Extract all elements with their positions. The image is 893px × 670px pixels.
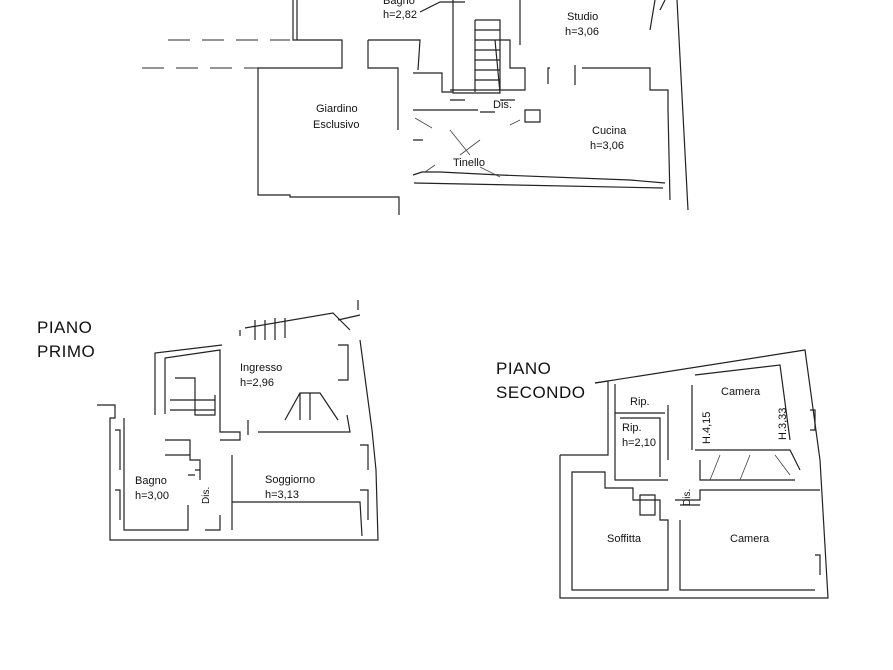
- room-height-camera-1-a: H.4,15: [701, 411, 713, 444]
- room-label-soggiorno: Soggiorno: [265, 474, 316, 486]
- floor-title-primo-line2: PRIMO: [37, 342, 96, 361]
- room-height-ingresso: h=2,96: [240, 377, 274, 389]
- room-height-bagno-ground: h=2,82: [383, 9, 417, 21]
- room-height-cucina: h=3,06: [590, 140, 624, 152]
- room-label-dis-secondo: Dis.: [682, 488, 693, 506]
- room-label-bagno-primo: Bagno: [135, 475, 167, 487]
- room-label-rip-1: Rip.: [630, 396, 650, 408]
- room-label-rip-2: Rip.: [622, 422, 642, 434]
- room-label-camera-1: Camera: [721, 386, 761, 398]
- room-label-ingresso: Ingresso: [240, 362, 283, 374]
- room-height-soggiorno: h=3,13: [265, 489, 299, 501]
- room-label-soffitta: Soffitta: [607, 533, 642, 545]
- room-height-camera-1-b: H.3,33: [777, 407, 789, 440]
- room-label-camera-2: Camera: [730, 533, 770, 545]
- first-floor-walls: [97, 300, 379, 541]
- room-label-bagno-ground: Bagno: [383, 0, 415, 7]
- room-label-studio: Studio: [567, 11, 599, 23]
- room-label-giardino: Giardino: [316, 103, 358, 115]
- room-label-dis-primo: Dis.: [201, 486, 212, 504]
- floor-title-secondo-line1: PIANO: [496, 359, 552, 378]
- second-floor-walls: [559, 349, 829, 599]
- room-label-cucina: Cucina: [592, 125, 627, 137]
- room-height-rip-2: h=2,10: [622, 437, 656, 449]
- room-label-tinello: Tinello: [453, 157, 485, 169]
- room-label-esclusivo: Esclusivo: [313, 119, 360, 131]
- floor-title-secondo-line2: SECONDO: [496, 383, 586, 402]
- floor-title-primo-line1: PIANO: [37, 318, 93, 337]
- room-height-bagno-primo: h=3,00: [135, 490, 169, 502]
- room-height-studio: h=3,06: [565, 26, 599, 38]
- ground-floor-walls: [142, 0, 689, 215]
- room-label-dis-ground: Dis.: [493, 99, 512, 111]
